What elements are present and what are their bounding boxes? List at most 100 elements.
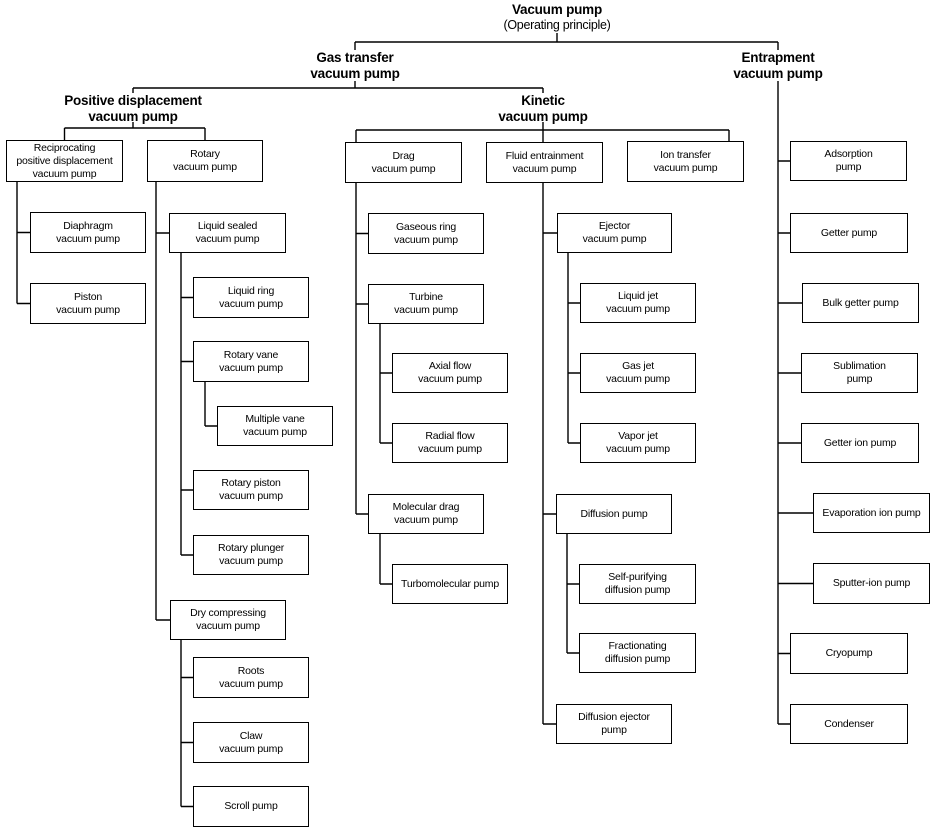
node-label-line: Diffusion pump [580,507,648,520]
node-label-line: Sublimation [833,360,886,372]
node-label-line: Turbine [409,291,443,303]
node-label-line: Ion transfer [660,148,711,161]
node-label-line: Molecular drag [392,501,460,513]
node-label-line: Bulk getter pump [822,296,899,309]
node-label-line: vacuum pump [512,162,577,175]
node-label-line: Rotary plunger [217,542,285,554]
node-box-bulk-getter: Bulk getter pump [802,283,919,323]
node-label-line: Liquid sealed [197,220,258,232]
node-label-line: vacuum pump [606,303,670,315]
node-label-line: vacuum pump [219,490,283,502]
node-label-line: vacuum pump [394,514,458,526]
node-label-line: Rotary vane [223,348,279,361]
node-label-line: diffusion pump [604,653,671,665]
node-label-line: vacuum pump [582,233,647,245]
node-label-line: vacuum pump [56,303,120,316]
node-label-line: Scroll pump [224,800,278,812]
node-label-line: vacuum pump [219,361,283,374]
heading-line: vacuum pump [733,65,823,81]
node-box-diffusion: Diffusion pump [556,494,672,534]
node-label-line: vacuum pump [219,555,283,567]
node-label-line: Fractionating [608,640,667,652]
heading-line: Gas transfer [316,50,394,65]
node-label-line: Axial flow [428,360,472,372]
node-label-line: Evaporation ion pump [822,506,921,519]
node-label-line: pump [601,724,627,736]
node-label-line: Turbomolecular pump [401,577,499,590]
node-label-line: Claw [239,729,263,742]
node-label-line: Rotary [190,148,220,160]
node-label-line: vacuum pump [606,443,670,455]
node-label-line: vacuum pump [653,161,718,174]
node-label-line: Getter ion pump [823,436,897,449]
node-label-line: Diaphragm [63,219,113,232]
node-label-line: Sputter-ion pump [832,577,911,589]
node-label-line: vacuum pump [243,426,307,438]
node-label-line: vacuum pump [371,162,436,175]
node-label-line: diffusion pump [604,584,671,596]
node-label-line: vacuum pump [219,677,283,690]
node-label-line: Vapor jet [618,430,658,442]
node-label-line: vacuum pump [196,620,260,632]
heading-line: Positive displacement [64,93,202,108]
node-label-line: vacuum pump [173,161,237,173]
heading-line: vacuum pump [498,108,588,124]
node-label-line: Liquid ring [227,284,275,297]
node-label-line: Rotary piston [221,477,281,489]
node-label-line: Drag [392,149,415,162]
node-label-line: vacuum pump [56,232,120,245]
node-label-line: vacuum pump [219,742,283,755]
tree-connector-path [16,33,813,808]
heading-line: vacuum pump [310,65,400,81]
node-label-line: Adsorption [824,148,873,160]
node-label-line: Piston [74,290,102,303]
node-label-line: vacuum pump [195,233,260,245]
node-box-sputter-ion: Sputter-ion pump [813,563,930,604]
node-label-line: pump [835,161,862,173]
heading-line: Kinetic [521,93,565,108]
node-label-line: vacuum pump [394,233,458,246]
node-box-turbomolecular: Turbomolecular pump [392,564,508,604]
node-label-line: vacuum pump [418,443,482,455]
node-label-line: Self-purifying [608,571,667,583]
node-label-line: vacuum pump [418,373,482,385]
heading-line: vacuum pump [88,108,178,124]
node-label-line: vacuum pump [219,297,283,310]
node-label-line: Radial flow [425,430,475,442]
node-label-line: Gas jet [622,360,654,372]
node-label-line: Multiple vane [245,413,305,425]
node-label-line: Liquid jet [617,290,659,302]
node-box-scroll: Scroll pump [193,786,309,827]
node-label-line: pump [846,373,873,385]
diagram-title-vacuum-pump: Vacuum pump(Operating principle) [504,2,611,33]
node-box-condenser: Condenser [790,704,908,744]
node-label-line: Dry compressing [190,607,266,619]
